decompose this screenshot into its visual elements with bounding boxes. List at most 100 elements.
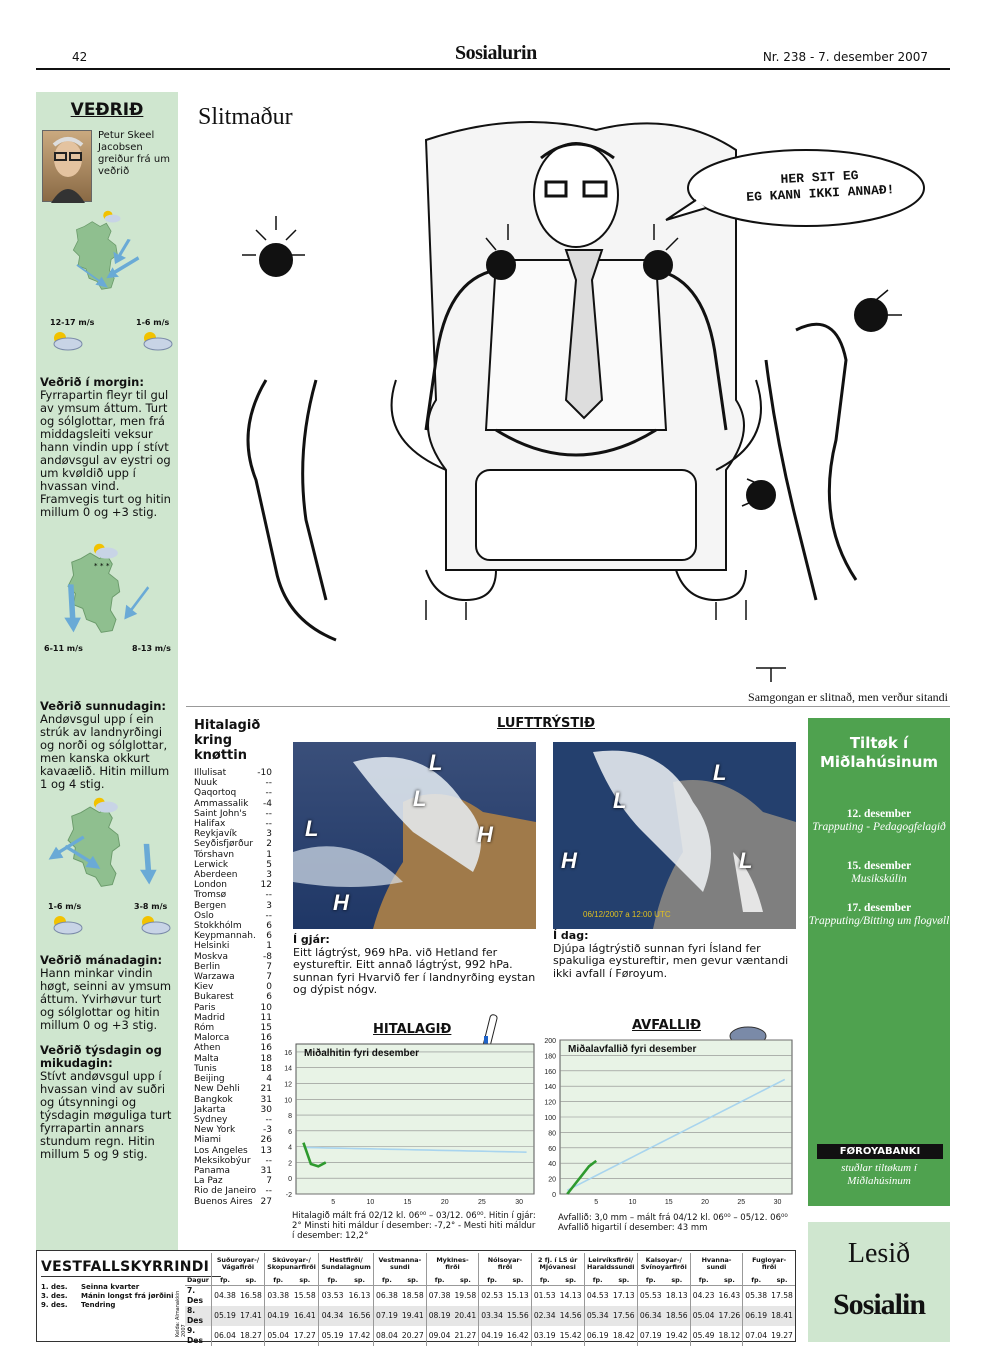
tide-day: 8. Des <box>185 1306 212 1326</box>
legend-row: 9. des.Tendring <box>41 1301 174 1310</box>
tide-time: 05.04 <box>263 1326 292 1346</box>
sp-header: sp. <box>346 1275 374 1286</box>
y-tick-label: 160 <box>544 1069 556 1076</box>
legend-date: 1. des. <box>41 1283 68 1291</box>
corner-cell <box>185 1253 212 1275</box>
weather-title: VEÐRIÐ <box>70 100 144 120</box>
temp-row: Halifax-- <box>194 819 272 829</box>
temp-row: Nuuk-- <box>194 778 272 788</box>
x-tick-label: 20 <box>701 1199 709 1206</box>
city-name: Qaqortoq <box>194 788 237 799</box>
fp-header: fp. <box>372 1275 400 1286</box>
sosialin-logo: Sosialin <box>832 1288 926 1321</box>
city-temp: 30 <box>260 1104 272 1115</box>
city-name: New Dehli <box>194 1084 240 1095</box>
city-name: Malta <box>194 1053 219 1064</box>
location-header: Suðuroyar-/ Vágafirði <box>211 1253 265 1275</box>
city-temp: 15 <box>260 1023 272 1034</box>
bank-sponsor-text: stuðlar tiltøkum í Miðlahúsinum <box>841 1162 917 1187</box>
city-temp: -- <box>265 890 273 901</box>
wind-speed-left: 6-11 m/s <box>44 644 83 653</box>
city-temp: -10 <box>257 768 272 778</box>
svg-text:* * *: * * * <box>94 561 110 570</box>
location-header: Nólsoyar- firði <box>478 1253 532 1275</box>
x-tick-label: 25 <box>478 1199 486 1206</box>
tide-time: 17.27 <box>293 1331 316 1340</box>
city-temp: 3 <box>266 900 272 911</box>
location-header: Mykines- firði <box>425 1253 479 1275</box>
tide-time: 17.13 <box>612 1291 635 1300</box>
temp-row: Saint John's-- <box>194 809 272 819</box>
forecast-morning: Veðrið í morgin:Fyrrapartin fleyr til gu… <box>40 375 171 519</box>
forecast-sunday: Veðrið sunnudagin:Andøvsgul upp í ein st… <box>40 699 170 791</box>
tide-time: 15.42 <box>559 1331 582 1340</box>
x-tick-label: 30 <box>515 1199 523 1206</box>
city-temp: -4 <box>263 798 272 809</box>
read-label: Lesið <box>847 1238 911 1269</box>
tide-time: 18.13 <box>665 1291 688 1300</box>
legend-text: Seinna kvarter <box>81 1283 140 1291</box>
y-tick-label: 6 <box>288 1129 292 1136</box>
tide-day: 7. Des <box>187 1286 203 1305</box>
fp-header: fp. <box>583 1275 611 1286</box>
series-line <box>302 1142 327 1168</box>
tide-time: 17.42 <box>348 1331 371 1340</box>
tide-time: 17.26 <box>716 1306 743 1326</box>
sun-icon <box>93 797 118 813</box>
y-tick-label: 12 <box>284 1081 292 1088</box>
y-tick-label: -2 <box>286 1192 292 1199</box>
x-tick-label: 5 <box>594 1199 598 1206</box>
city-temp: 1 <box>266 849 272 860</box>
city-name: Madrid <box>194 1012 225 1023</box>
chart-title: Miðalhitin fyri desember <box>304 1047 419 1059</box>
sp-header: sp. <box>663 1275 691 1286</box>
tide-time: 04.19 <box>478 1326 505 1346</box>
tide-time: 18.41 <box>769 1306 795 1326</box>
tide-time: 06.04 <box>211 1326 238 1346</box>
pressure-yesterday: Í gjár:Eitt lágtrýst, 969 hPa. við Hetla… <box>293 933 536 996</box>
city-temp: 0 <box>266 982 272 993</box>
forecaster-portrait <box>42 130 92 203</box>
events-title: Tiltøk í Miðlahúsinum <box>819 734 939 771</box>
temp-chart-section: HITALAGIÐ <box>373 1022 452 1037</box>
header-rule <box>36 68 950 70</box>
sp-header: sp. <box>716 1275 743 1286</box>
y-tick-label: 80 <box>548 1130 556 1137</box>
faroe-map-icon: * * * <box>64 543 150 633</box>
tide-time: 05.38 <box>742 1285 770 1306</box>
city-name: Oslo <box>194 910 214 921</box>
city-name: Seyðisfjørður <box>194 839 254 850</box>
tide-time: 04.38 <box>211 1285 238 1306</box>
sp-header: sp. <box>610 1275 638 1286</box>
y-tick-label: 10 <box>284 1097 292 1104</box>
city-name: Malorca <box>194 1033 230 1044</box>
plot-area <box>295 1043 535 1195</box>
city-name: Nuuk <box>194 778 218 789</box>
city-temp: -- <box>265 1155 273 1166</box>
tide-time: 18.58 <box>401 1291 424 1300</box>
wind-speed-left: 12-17 m/s <box>50 318 95 327</box>
y-tick-label: 40 <box>548 1161 556 1168</box>
tide-time: 16.43 <box>718 1291 741 1300</box>
city-name: Rio de Janeiro <box>194 1186 257 1197</box>
tide-time: 05.04 <box>689 1306 717 1326</box>
tide-time: 20.41 <box>452 1306 479 1326</box>
read-sosialin-ad[interactable]: Lesið Sosialin <box>808 1222 950 1342</box>
city-name: Aberdeen <box>194 870 238 881</box>
temp-row: Moskva-8 <box>194 952 272 962</box>
weather-map-monday <box>44 788 164 902</box>
city-name: Los Angeles <box>194 1145 248 1156</box>
